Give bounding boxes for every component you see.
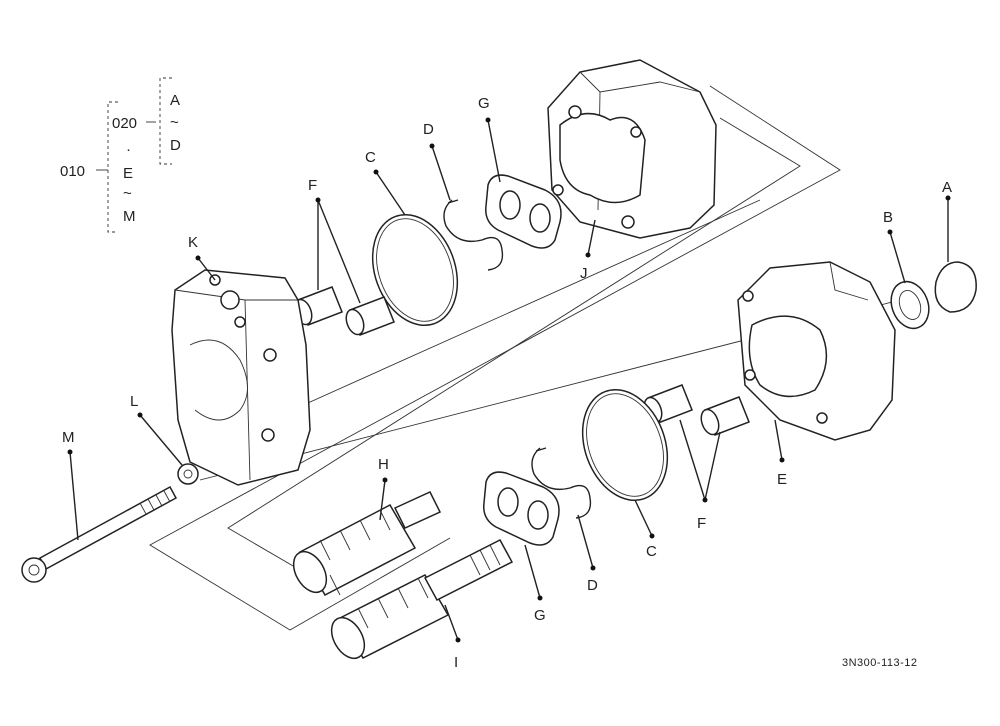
upper-housing-part-j — [547, 59, 717, 239]
tree-sub-tilde: ~ — [170, 114, 179, 131]
part-hierarchy-tree: 010 020 A ~ D · E ~ M — [60, 77, 181, 233]
label-g-top: G — [478, 95, 490, 112]
label-b: B — [883, 209, 893, 226]
o-ring-part-c-top — [371, 213, 459, 327]
washer-part-l — [177, 463, 199, 485]
snap-ring-part-a — [934, 261, 977, 313]
drive-gear-part-i — [330, 539, 514, 660]
leader-lines — [67, 117, 951, 643]
label-l: L — [130, 393, 138, 410]
gasket-plate-part-g-top — [485, 174, 562, 249]
label-d-bottom: D — [587, 577, 598, 594]
label-a: A — [942, 179, 952, 196]
tree-root-label: 010 — [60, 163, 85, 180]
tree-mid-last: M — [123, 208, 136, 225]
reference-code: 3N300-113-12 — [842, 657, 918, 669]
label-c-bottom: C — [646, 543, 657, 560]
tree-mid-first: E — [123, 165, 133, 182]
label-g-bottom: G — [534, 607, 546, 624]
label-j: J — [580, 265, 588, 282]
bolt-part-m — [21, 485, 178, 583]
driven-gear-part-h — [292, 491, 442, 596]
label-c-top: C — [365, 149, 376, 166]
pump-body-part-e — [737, 261, 896, 441]
label-f-bottom: F — [697, 515, 706, 532]
label-h: H — [378, 456, 389, 473]
label-d-top: D — [423, 121, 434, 138]
o-ring-part-c-bottom — [581, 388, 669, 502]
label-m: M — [62, 429, 75, 446]
tree-mid-tilde: ~ — [123, 185, 132, 202]
label-i: I — [454, 654, 458, 671]
wire-spring-part-d-bottom — [531, 447, 592, 519]
callout-labels: A B C D G F J K L M H I G D C F E — [62, 95, 952, 671]
oil-seal-part-b — [890, 280, 930, 330]
label-k: K — [188, 234, 198, 251]
end-cover-part-k — [171, 269, 311, 486]
tree-sub-first: A — [170, 92, 180, 109]
gasket-plate-part-g-bottom — [483, 471, 560, 546]
tree-group-label: 020 — [112, 115, 137, 132]
wire-spring-part-d-top — [443, 199, 504, 271]
label-f-top: F — [308, 177, 317, 194]
label-e: E — [777, 471, 787, 488]
tree-dot: · — [126, 141, 131, 158]
tree-sub-last: D — [170, 137, 181, 154]
bushings-part-f-top — [293, 286, 395, 336]
